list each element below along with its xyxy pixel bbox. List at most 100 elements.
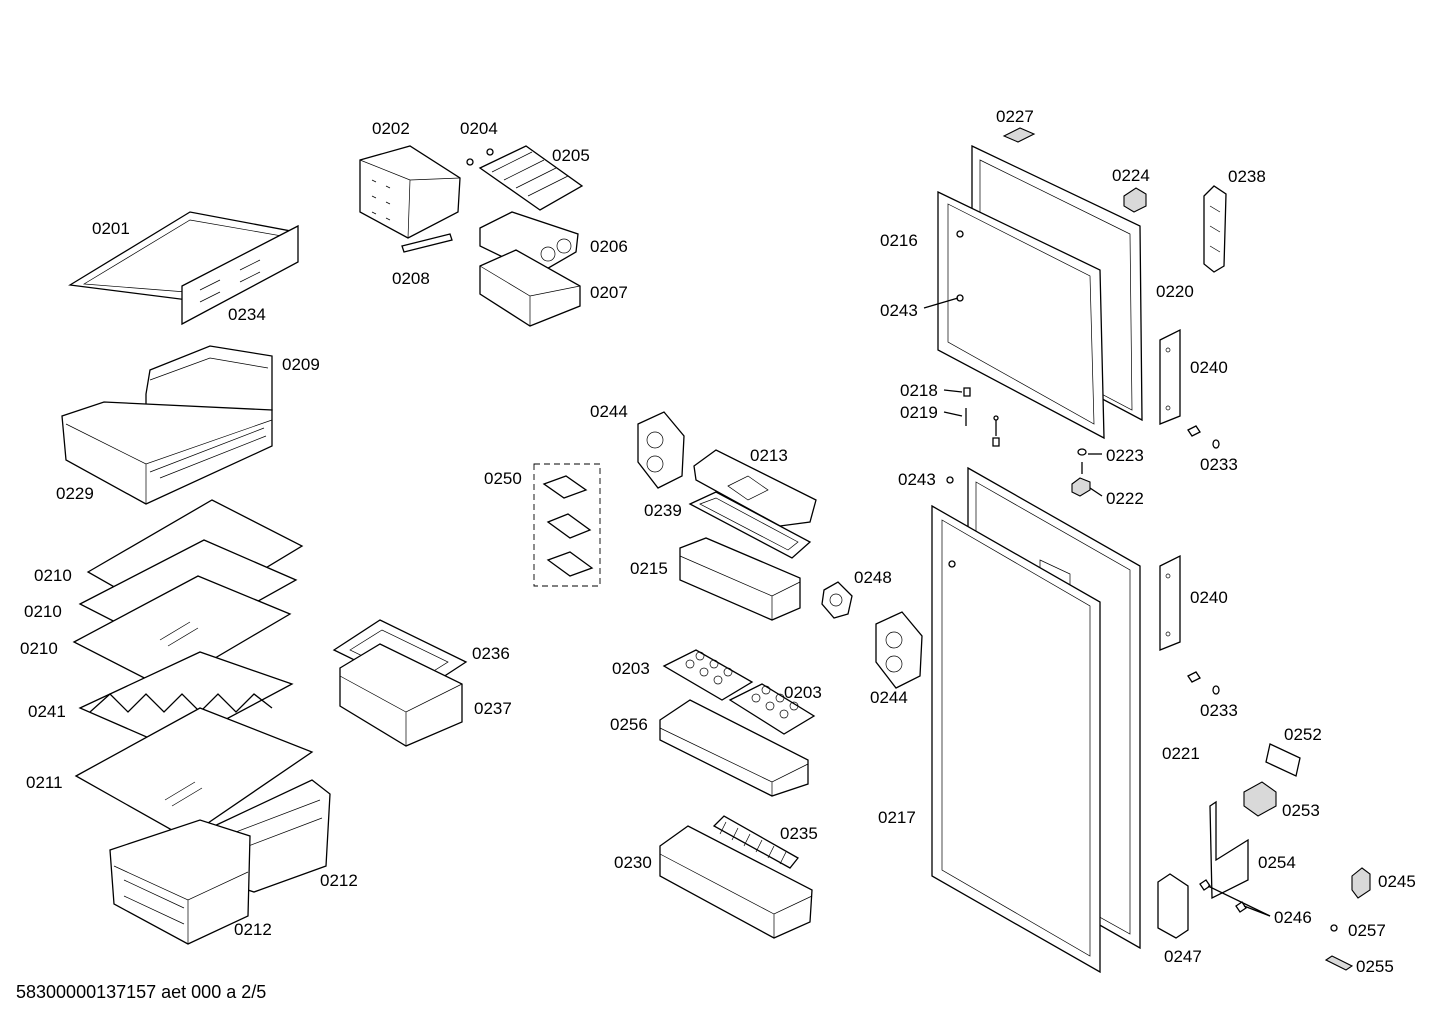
part-0256-bottle-bin bbox=[659, 699, 809, 797]
part-0222-block bbox=[1071, 462, 1091, 497]
part-0206-ice-frame bbox=[479, 211, 579, 275]
part-0207-ice-box bbox=[479, 249, 581, 327]
part-0233-screw-upper bbox=[1187, 425, 1220, 449]
label-0203: 0203 bbox=[612, 659, 650, 678]
label-0244: 0244 bbox=[590, 402, 628, 421]
part-0234-front-panel bbox=[181, 224, 299, 326]
label-0243: 0243 bbox=[880, 301, 918, 320]
part-0252-label bbox=[1265, 743, 1301, 777]
part-0203-egg-tray-1 bbox=[662, 649, 754, 701]
part-0229-crisper-drawer bbox=[61, 401, 273, 505]
label-0223: 0223 bbox=[1106, 446, 1144, 465]
label-0248: 0248 bbox=[854, 568, 892, 587]
part-0203-egg-tray-2 bbox=[728, 683, 816, 735]
label-0208: 0208 bbox=[392, 269, 430, 288]
label-0201: 0201 bbox=[92, 219, 130, 238]
part-0202-housing bbox=[359, 145, 461, 239]
label-0243: 0243 bbox=[898, 470, 936, 489]
label-0253: 0253 bbox=[1282, 801, 1320, 820]
leader-lines bbox=[923, 297, 1271, 917]
label-0245: 0245 bbox=[1378, 872, 1416, 891]
label-0229: 0229 bbox=[56, 484, 94, 503]
part-0257-small-part bbox=[1330, 924, 1338, 932]
part-0253-switch bbox=[1243, 781, 1277, 817]
label-0221: 0221 bbox=[1162, 744, 1200, 763]
part-0238-hinge-strip bbox=[1203, 185, 1227, 273]
label-0240: 0240 bbox=[1190, 588, 1228, 607]
part-0247-unit bbox=[1157, 873, 1189, 939]
part-0210-glass-shelf-3 bbox=[72, 575, 292, 689]
label-0220: 0220 bbox=[1156, 282, 1194, 301]
label-0227: 0227 bbox=[996, 107, 1034, 126]
label-0235: 0235 bbox=[780, 824, 818, 843]
part-0254-bracket bbox=[1209, 800, 1249, 900]
part-0245-sensor bbox=[1351, 867, 1371, 899]
label-0211: 0211 bbox=[26, 773, 63, 792]
label-0216: 0216 bbox=[880, 231, 918, 250]
part-0255-stick bbox=[1324, 955, 1354, 971]
label-0203: 0203 bbox=[784, 683, 822, 702]
part-0240-hinge-lower bbox=[1159, 554, 1181, 651]
label-0204: 0204 bbox=[460, 119, 498, 138]
label-0207: 0207 bbox=[590, 283, 628, 302]
part-0243-screw-upper bbox=[956, 230, 964, 302]
label-0256: 0256 bbox=[610, 715, 648, 734]
part-0230-bottom-bin bbox=[659, 825, 813, 939]
part-0223-washer bbox=[1077, 448, 1087, 456]
part-0219-pin bbox=[965, 408, 1000, 447]
label-0255: 0255 bbox=[1356, 957, 1394, 976]
label-0233: 0233 bbox=[1200, 455, 1238, 474]
part-0213-control-panel bbox=[693, 449, 817, 527]
part-0239-gasket bbox=[688, 491, 812, 559]
label-0250: 0250 bbox=[484, 469, 522, 488]
label-0257: 0257 bbox=[1348, 921, 1386, 940]
part-0243-screw-lower bbox=[946, 476, 956, 568]
label-0247: 0247 bbox=[1164, 947, 1202, 966]
label-0202: 0202 bbox=[372, 119, 410, 138]
label-0236: 0236 bbox=[472, 644, 510, 663]
label-0254: 0254 bbox=[1258, 853, 1296, 872]
part-0208-strip bbox=[401, 233, 453, 253]
label-0219: 0219 bbox=[900, 403, 938, 422]
part-0215-door-bin bbox=[679, 537, 801, 621]
label-0217: 0217 bbox=[878, 808, 916, 827]
label-0210: 0210 bbox=[20, 639, 58, 658]
part-0244-bracket-lower bbox=[875, 611, 923, 689]
part-number-labels: 0201 0202 0203 0203 0204 0205 0206 0207 … bbox=[20, 107, 1416, 976]
label-0241: 0241 bbox=[28, 702, 66, 721]
part-0212-drawer-front bbox=[109, 819, 251, 945]
label-0212: 0212 bbox=[320, 871, 358, 890]
part-0241-wine-rack bbox=[78, 651, 294, 749]
part-0246-screws bbox=[1199, 879, 1247, 913]
part-0224-cover bbox=[1123, 187, 1147, 213]
part-0233-screw-lower bbox=[1187, 671, 1220, 695]
label-0246: 0246 bbox=[1274, 908, 1312, 927]
part-0250-lid-set bbox=[533, 463, 601, 587]
label-0212: 0212 bbox=[234, 920, 272, 939]
label-0252: 0252 bbox=[1284, 725, 1322, 744]
part-0248-knob bbox=[821, 581, 853, 619]
label-0222: 0222 bbox=[1106, 489, 1144, 508]
label-0215: 0215 bbox=[630, 559, 668, 578]
label-0237: 0237 bbox=[474, 699, 512, 718]
part-0237-tray-box bbox=[339, 643, 463, 747]
label-0240: 0240 bbox=[1190, 358, 1228, 377]
label-0213: 0213 bbox=[750, 446, 788, 465]
label-0206: 0206 bbox=[590, 237, 628, 256]
label-0224: 0224 bbox=[1112, 166, 1150, 185]
part-0235-divider bbox=[712, 815, 799, 869]
drawing-code: 58300000137157 aet 000 a 2/5 bbox=[16, 982, 266, 1002]
label-0210: 0210 bbox=[24, 602, 62, 621]
label-0233: 0233 bbox=[1200, 701, 1238, 720]
label-0209: 0209 bbox=[282, 355, 320, 374]
part-0205-ice-tray bbox=[478, 145, 584, 211]
label-0210: 0210 bbox=[34, 566, 72, 585]
part-0204-clips bbox=[466, 148, 494, 166]
part-0218-bushing bbox=[963, 387, 971, 397]
label-0230: 0230 bbox=[614, 853, 652, 872]
part-0217-lower-gasket bbox=[931, 504, 1101, 974]
label-0234: 0234 bbox=[228, 305, 266, 324]
label-0239: 0239 bbox=[644, 501, 682, 520]
part-0244-bracket-upper bbox=[637, 411, 685, 489]
